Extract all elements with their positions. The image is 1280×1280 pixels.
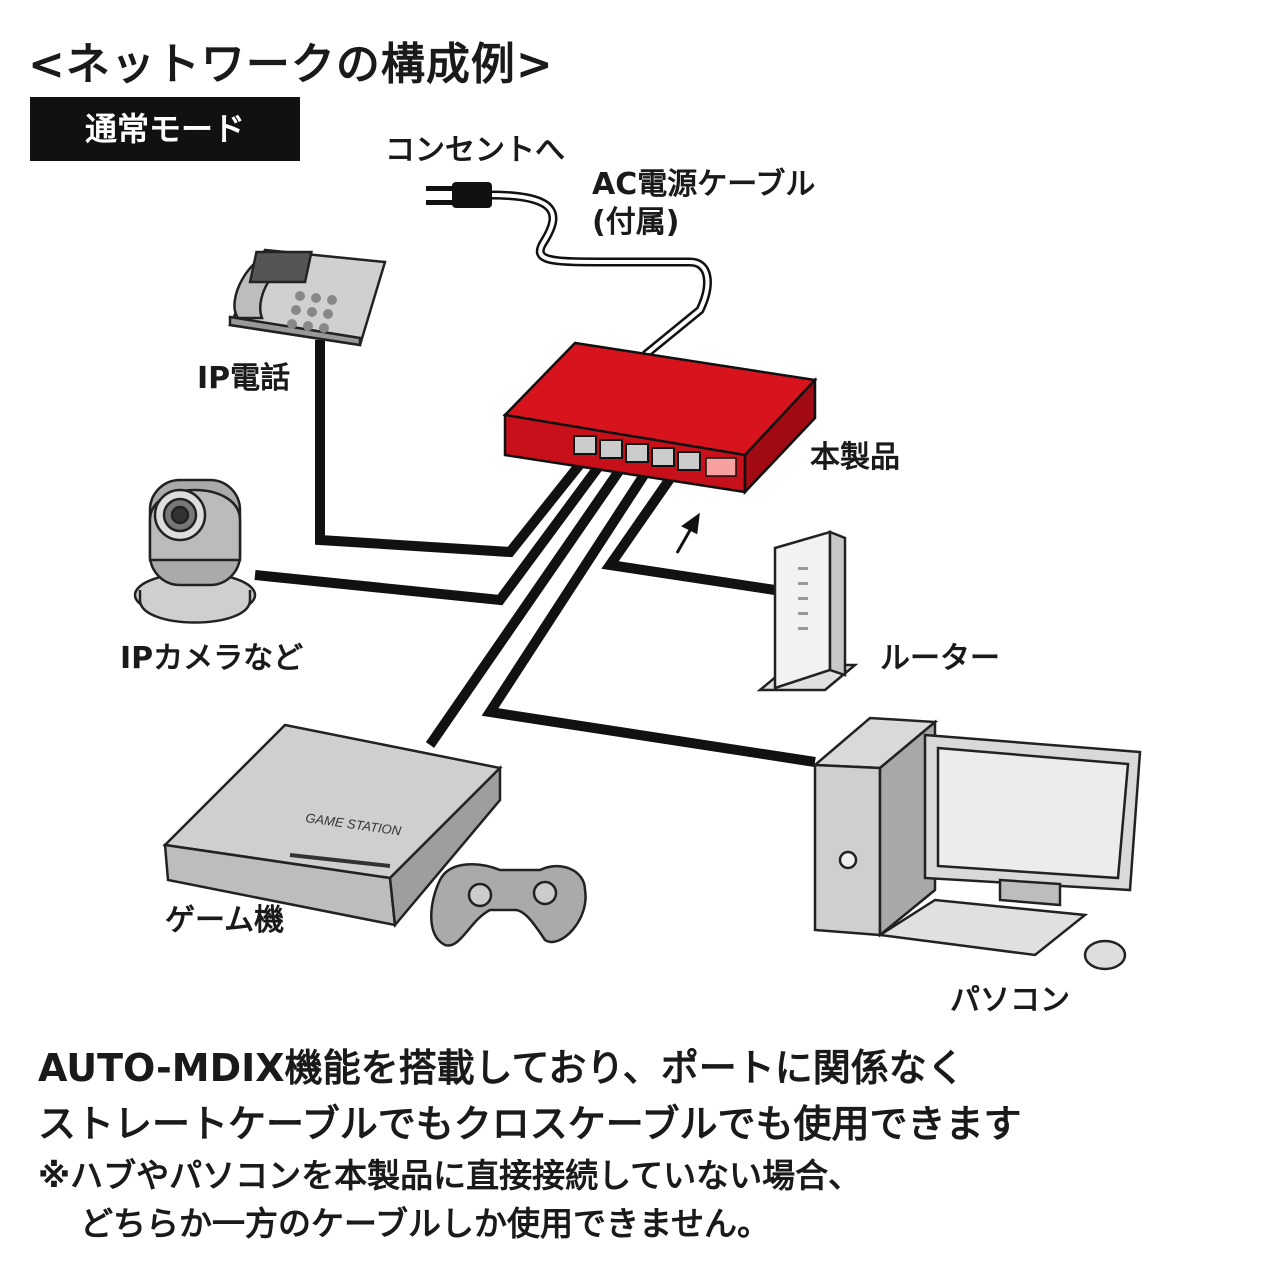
gamepad-icon (430, 863, 587, 947)
ac-cable-label-line1: AC電源ケーブル (592, 167, 815, 202)
power-plug-icon (426, 182, 492, 208)
hub-ports (573, 435, 701, 471)
arrow-icon (675, 512, 700, 554)
mdix-note-line2: ストレートケーブルでもクロスケーブルでも使用できます (38, 1102, 1022, 1146)
outlet-label: コンセントへ (385, 133, 565, 168)
cable-router (601, 457, 776, 595)
cable-ip-phone (315, 340, 589, 558)
page-title: <ネットワークの構成例> (28, 39, 554, 90)
ip-phone-label: IP電話 (197, 361, 290, 396)
game-console-device: GAME STATION (162, 723, 503, 929)
ac-cable-label-line2: (付属) (592, 205, 679, 240)
mode-badge: 通常モード (30, 97, 300, 161)
cable-game (425, 455, 633, 748)
caution-note: ※ハブやパソコンを本製品に直接接続していない場合、 どちらか一方のケーブルしか使… (38, 1152, 861, 1248)
game-label: ゲーム機 (165, 903, 284, 938)
pc-label: パソコン (950, 983, 1070, 1018)
product-label: 本製品 (810, 440, 900, 475)
cable-pc (481, 455, 816, 767)
router-label: ルーター (880, 641, 1000, 676)
hub-led (705, 457, 737, 477)
mdix-note-line1: AUTO-MDIX機能を搭載しており、ポートに関係なく (38, 1046, 965, 1090)
caution-note-line1: ※ハブやパソコンを本製品に直接接続していない場合、 (38, 1156, 862, 1195)
cable-ip-camera (254, 455, 610, 606)
ip-camera-label: IPカメラなど (120, 641, 303, 676)
network-diagram: GAME STATION コンセントへ AC電源ケーブル (付属) IP電話 本… (120, 133, 1142, 1018)
pc-device (811, 716, 1142, 971)
caution-note-line2: どちらか一方のケーブルしか使用できません。 (80, 1204, 771, 1243)
ethernet-cables (254, 340, 816, 767)
router-device (756, 530, 859, 692)
power-cable (489, 190, 712, 359)
ip-camera-device (133, 478, 257, 624)
hub-device (502, 341, 818, 496)
ip-phone-device (228, 248, 387, 347)
mdix-note: AUTO-MDIX機能を搭載しており、ポートに関係なく ストレートケーブルでもク… (38, 1040, 1021, 1152)
